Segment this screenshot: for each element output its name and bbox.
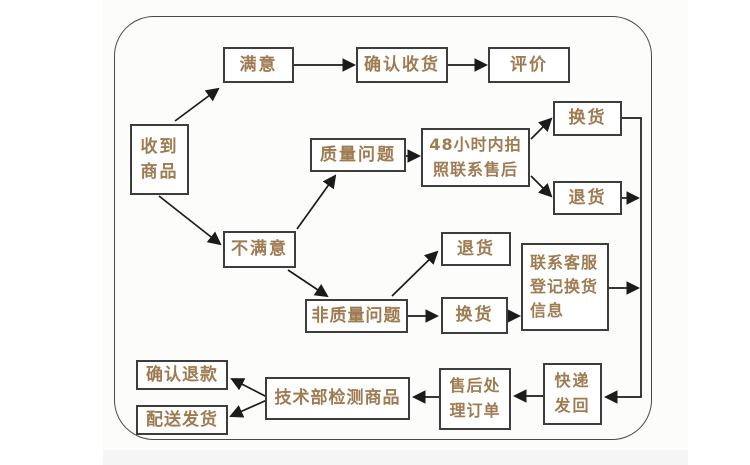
node-confirm-receipt: 确认收货 [356, 47, 448, 83]
node-quality-problem: 质量问题 [310, 138, 406, 172]
node-unsatisfied: 不满意 [223, 231, 296, 268]
node-return-quality: 退货 [553, 181, 622, 215]
node-contact-customer-service: 联系客服 登记换货 信息 [521, 243, 609, 331]
node-delivery-ship: 配送发货 [136, 405, 228, 435]
node-exchange-nonquality: 换货 [441, 297, 508, 334]
flowchart-frame [114, 16, 652, 440]
node-tech-dept-inspect: 技术部检测商品 [265, 377, 410, 420]
node-express-send-back: 快递 发回 [543, 363, 602, 425]
photo-bottom-strip [103, 450, 688, 465]
node-after-sales-order: 售后处 理订单 [439, 368, 511, 430]
node-confirm-refund: 确认退款 [136, 360, 228, 390]
node-non-quality-problem: 非质量问题 [305, 299, 408, 333]
node-return-nonquality: 退货 [441, 232, 511, 266]
node-receive-goods: 收到 商品 [130, 124, 189, 195]
node-48h-photo-contact: 48小时内拍 照联系售后 [421, 128, 530, 187]
node-exchange-quality: 换货 [553, 101, 622, 136]
node-satisfied: 满意 [223, 47, 294, 83]
node-evaluate: 评价 [488, 47, 570, 83]
